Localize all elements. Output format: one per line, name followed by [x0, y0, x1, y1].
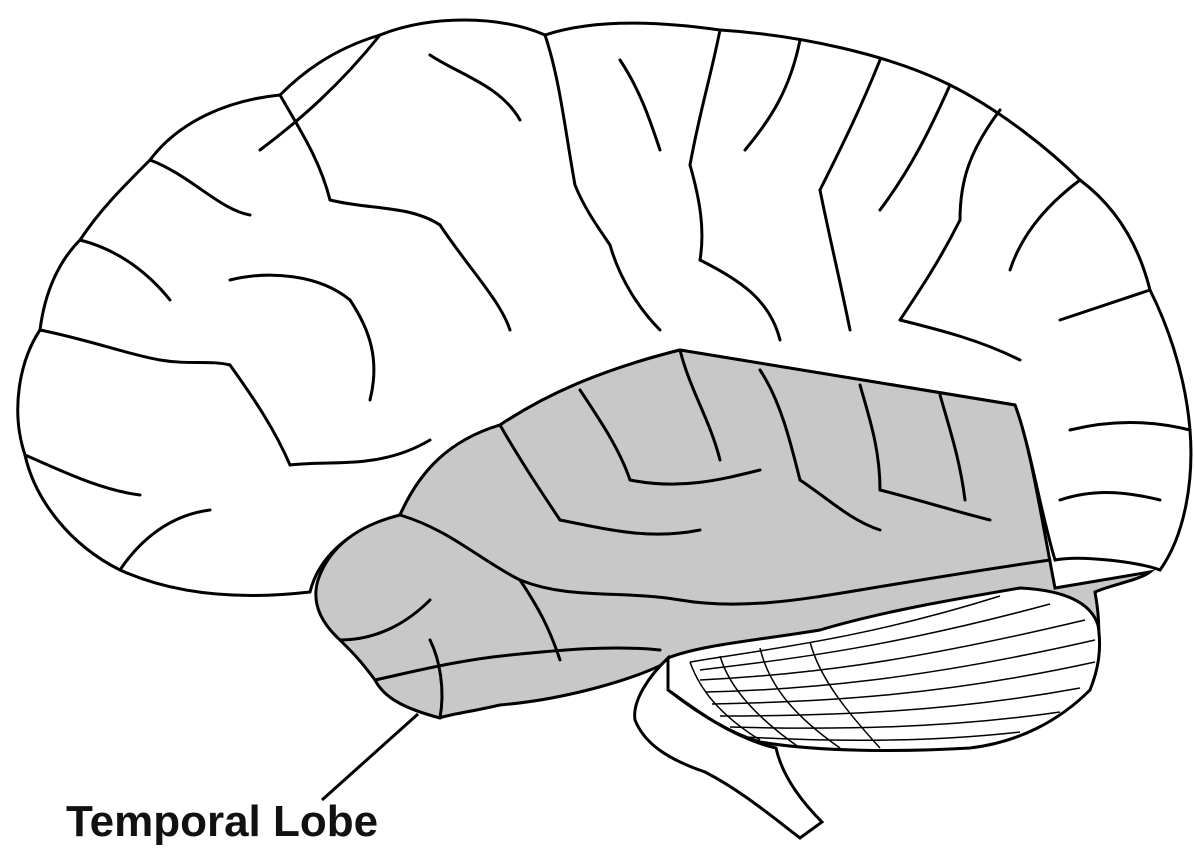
- label-leader-line: [322, 714, 418, 800]
- temporal-lobe-label: Temporal Lobe: [66, 796, 378, 848]
